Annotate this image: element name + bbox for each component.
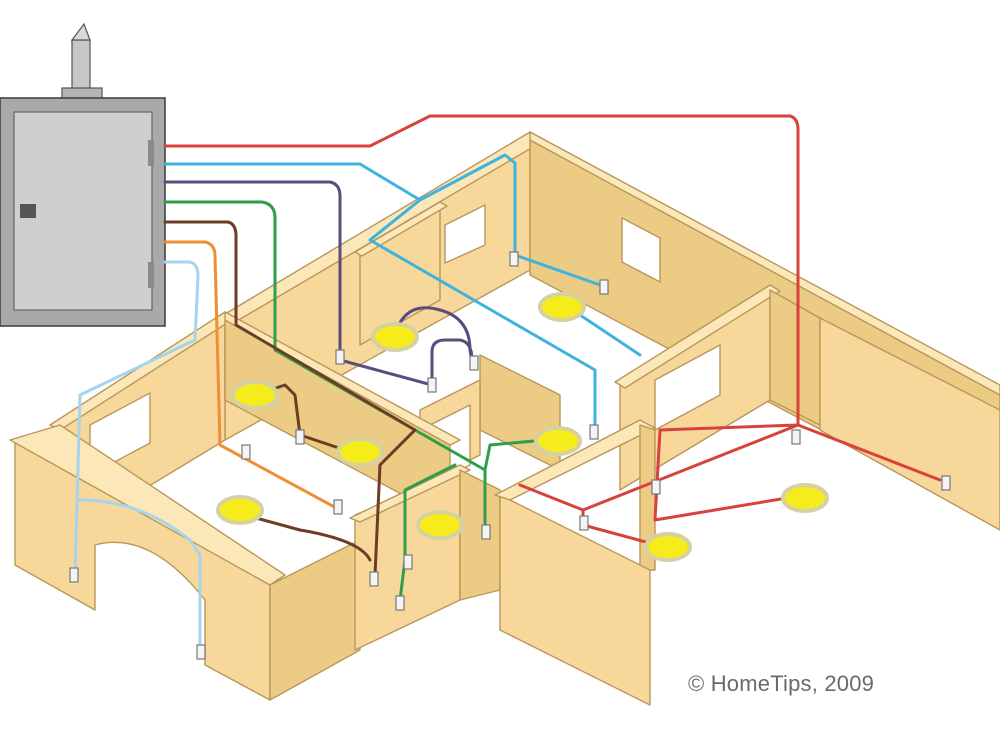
panel-latch [20, 204, 36, 218]
switch-left-room-1 [295, 429, 305, 445]
ceiling-lights [216, 292, 829, 562]
outlet-left-front-1 [69, 567, 79, 583]
walls [9, 131, 1000, 706]
switch-hall-3 [469, 355, 479, 371]
window-top-right [621, 217, 661, 283]
light-front-right [644, 532, 692, 562]
switch-center-2 [403, 554, 413, 570]
light-left-room-1 [231, 380, 279, 410]
wall-left-front [14, 439, 271, 701]
switch-center-1 [481, 524, 491, 540]
panel-door [13, 111, 153, 311]
wall-front-right-top [494, 419, 656, 501]
light-hall-center [534, 426, 582, 456]
electrical-panel [0, 22, 166, 327]
switch-hall-1 [335, 349, 345, 365]
switch-left-room-2 [241, 444, 251, 460]
switch-center-3 [369, 571, 379, 587]
light-right-room [781, 483, 829, 513]
wall-right-wing-top [614, 284, 781, 389]
light-left-room-2 [336, 437, 384, 467]
copyright-credit: © HomeTips, 2009 [688, 671, 875, 696]
switch-right-wing-2 [651, 479, 661, 495]
light-hall-upper [371, 322, 419, 352]
service-mast-cap [70, 22, 91, 41]
wall-divider-left-top [224, 311, 461, 446]
wires [73, 114, 942, 652]
panel-hinge-bottom [148, 262, 154, 288]
switch-front-right [579, 515, 589, 531]
wall-center-end [459, 469, 501, 601]
light-center [416, 510, 464, 540]
light-top-room [538, 292, 586, 322]
outlet-left-front-2 [196, 644, 206, 660]
switch-top-room-left [509, 251, 519, 267]
switches [69, 251, 951, 660]
wall-center-front-top [349, 464, 471, 523]
wall-back-right-top [529, 131, 1000, 396]
doorway-right-wing [654, 344, 721, 431]
wall-left-end [269, 539, 361, 701]
switch-center-4 [395, 595, 405, 611]
panel-hinge-top [148, 140, 154, 166]
switch-right-wing-1 [791, 429, 801, 445]
wire-green [163, 200, 547, 602]
wall-far-right [819, 317, 1000, 531]
wire-red [163, 114, 942, 550]
wall-interior-a-top [354, 201, 448, 257]
switch-hall-center [589, 424, 599, 440]
light-left-room-3 [216, 495, 264, 525]
wire-orange [163, 240, 342, 512]
switch-hall-2 [427, 377, 437, 393]
wall-front-right [499, 494, 651, 706]
switch-far-right [941, 475, 951, 491]
switch-left-room-3 [333, 499, 343, 515]
window-top-left [444, 204, 486, 264]
wire-purple [163, 180, 474, 387]
wire-lightblue [73, 260, 202, 652]
switch-top-room-right [599, 279, 609, 295]
service-mast [71, 39, 91, 96]
